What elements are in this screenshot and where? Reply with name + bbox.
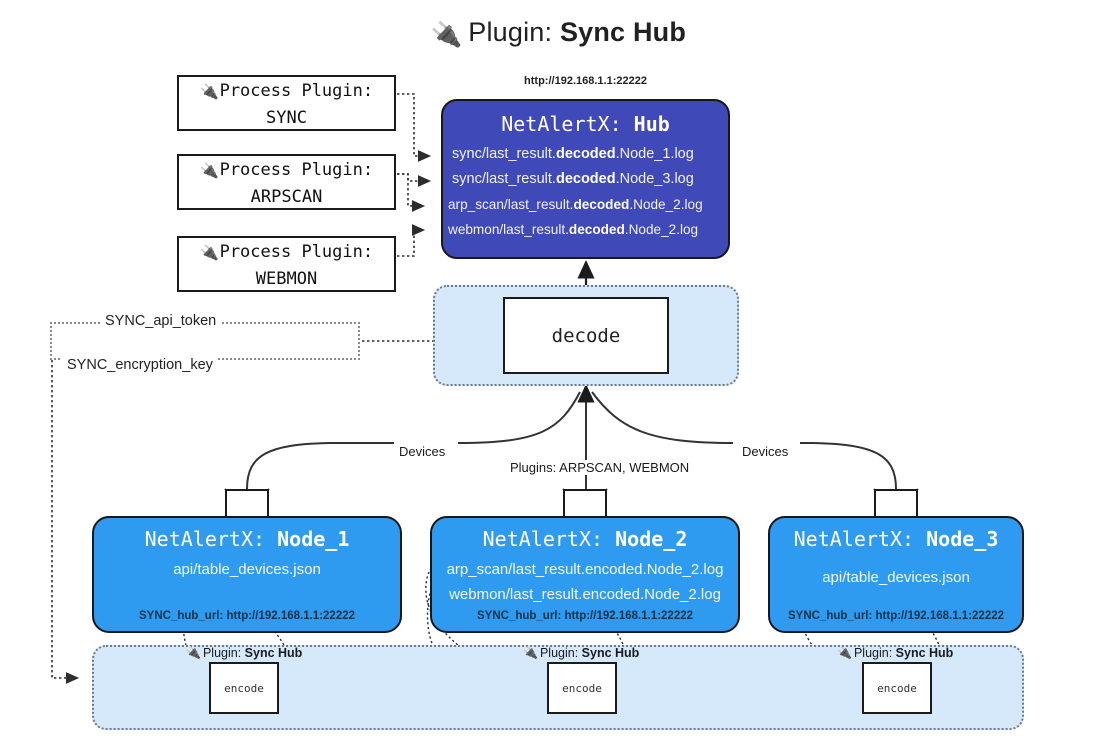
node-title: NetAlertX: Node_3	[793, 527, 999, 551]
plugin-label-node-1: 🔌Plugin: Sync Hub	[185, 645, 303, 661]
hub-log-line: arp_scan/last_result.decoded.Node_2.log	[448, 197, 703, 212]
node-log-line: api/table_devices.json	[822, 569, 970, 586]
process-plugin-webmon[interactable]: 🔌Process Plugin: WEBMON	[177, 236, 396, 292]
process-plugin-arpscan-line1: Process Plugin:	[219, 160, 374, 180]
page-title: 🔌Plugin: Sync Hub	[0, 14, 1117, 53]
encode-box-node-2[interactable]: encode	[547, 662, 617, 714]
process-plugin-webmon-line1: Process Plugin:	[219, 242, 374, 262]
hub-log-line: sync/last_result.decoded.Node_3.log	[452, 171, 694, 187]
node-card-node-1[interactable]: NetAlertX: Node_1 api/table_devices.json…	[92, 516, 402, 633]
plug-icon: 🔌	[199, 243, 219, 263]
hub-url-label: http://192.168.1.1:22222	[524, 75, 647, 87]
edge-label-plugins: Plugins: ARPSCAN, WEBMON	[505, 460, 695, 475]
plug-icon: 🔌	[522, 645, 539, 661]
node-hub-url-label: SYNC_hub_url: http://192.168.1.1:22222	[138, 610, 356, 622]
process-plugin-arpscan-line2: ARPSCAN	[250, 187, 323, 207]
hub-title: NetAlertX: Hub	[443, 112, 728, 136]
plug-icon: 🔌	[199, 82, 219, 102]
hub-node-card[interactable]: NetAlertX: Hub sync/last_result.decoded.…	[441, 99, 730, 259]
process-plugin-webmon-line2: WEBMON	[255, 269, 318, 289]
plugin-label-node-3: 🔌Plugin: Sync Hub	[836, 645, 954, 661]
hub-log-line: sync/last_result.decoded.Node_1.log	[452, 146, 694, 162]
plug-icon: 🔌	[430, 20, 463, 50]
node-hub-url-label: SYNC_hub_url: http://192.168.1.1:22222	[476, 610, 694, 622]
node-log-line: api/table_devices.json	[173, 561, 321, 578]
plug-icon: 🔌	[185, 645, 202, 661]
node-log-line: webmon/last_result.encoded.Node_2.log	[449, 586, 721, 603]
decode-box[interactable]: decode	[503, 297, 669, 374]
page-title-name: Sync Hub	[559, 17, 687, 47]
node-card-node-2[interactable]: NetAlertX: Node_2 arp_scan/last_result.e…	[430, 516, 740, 633]
process-plugin-sync[interactable]: 🔌Process Plugin: SYNC	[177, 75, 396, 131]
encode-box-node-1[interactable]: encode	[209, 662, 279, 714]
process-plugin-sync-line1: Process Plugin:	[219, 81, 374, 101]
node-title: NetAlertX: Node_2	[482, 527, 688, 551]
hub-log-line: webmon/last_result.decoded.Node_2.log	[448, 222, 699, 237]
page-title-prefix: Plugin:	[468, 17, 553, 47]
node-hub-url-label: SYNC_hub_url: http://192.168.1.1:22222	[787, 610, 1005, 622]
edge-label-devices-left: Devices	[394, 444, 451, 459]
node-log-list: api/table_devices.json	[770, 565, 1022, 590]
hub-title-name: Hub	[633, 112, 670, 136]
node-title: NetAlertX: Node_1	[144, 527, 350, 551]
hub-title-prefix: NetAlertX:	[501, 112, 622, 136]
process-plugin-sync-line2: SYNC	[266, 108, 307, 128]
edge-label-devices-right: Devices	[737, 444, 794, 459]
sync-encryption-key-label: SYNC_encryption_key	[62, 357, 218, 373]
hub-log-list: sync/last_result.decoded.Node_1.log sync…	[443, 142, 728, 242]
plug-icon: 🔌	[836, 645, 853, 661]
plugin-label-node-2: 🔌Plugin: Sync Hub	[522, 645, 640, 661]
encode-box-node-3[interactable]: encode	[862, 662, 932, 714]
node-log-list: arp_scan/last_result.encoded.Node_2.log …	[432, 557, 738, 607]
node-card-node-3[interactable]: NetAlertX: Node_3 api/table_devices.json…	[768, 516, 1024, 633]
node-log-list: api/table_devices.json	[94, 557, 400, 582]
process-plugin-arpscan[interactable]: 🔌Process Plugin: ARPSCAN	[177, 154, 396, 210]
plug-icon: 🔌	[199, 161, 219, 181]
node-log-line: arp_scan/last_result.encoded.Node_2.log	[446, 561, 724, 578]
sync-api-token-label: SYNC_api_token	[100, 313, 222, 329]
